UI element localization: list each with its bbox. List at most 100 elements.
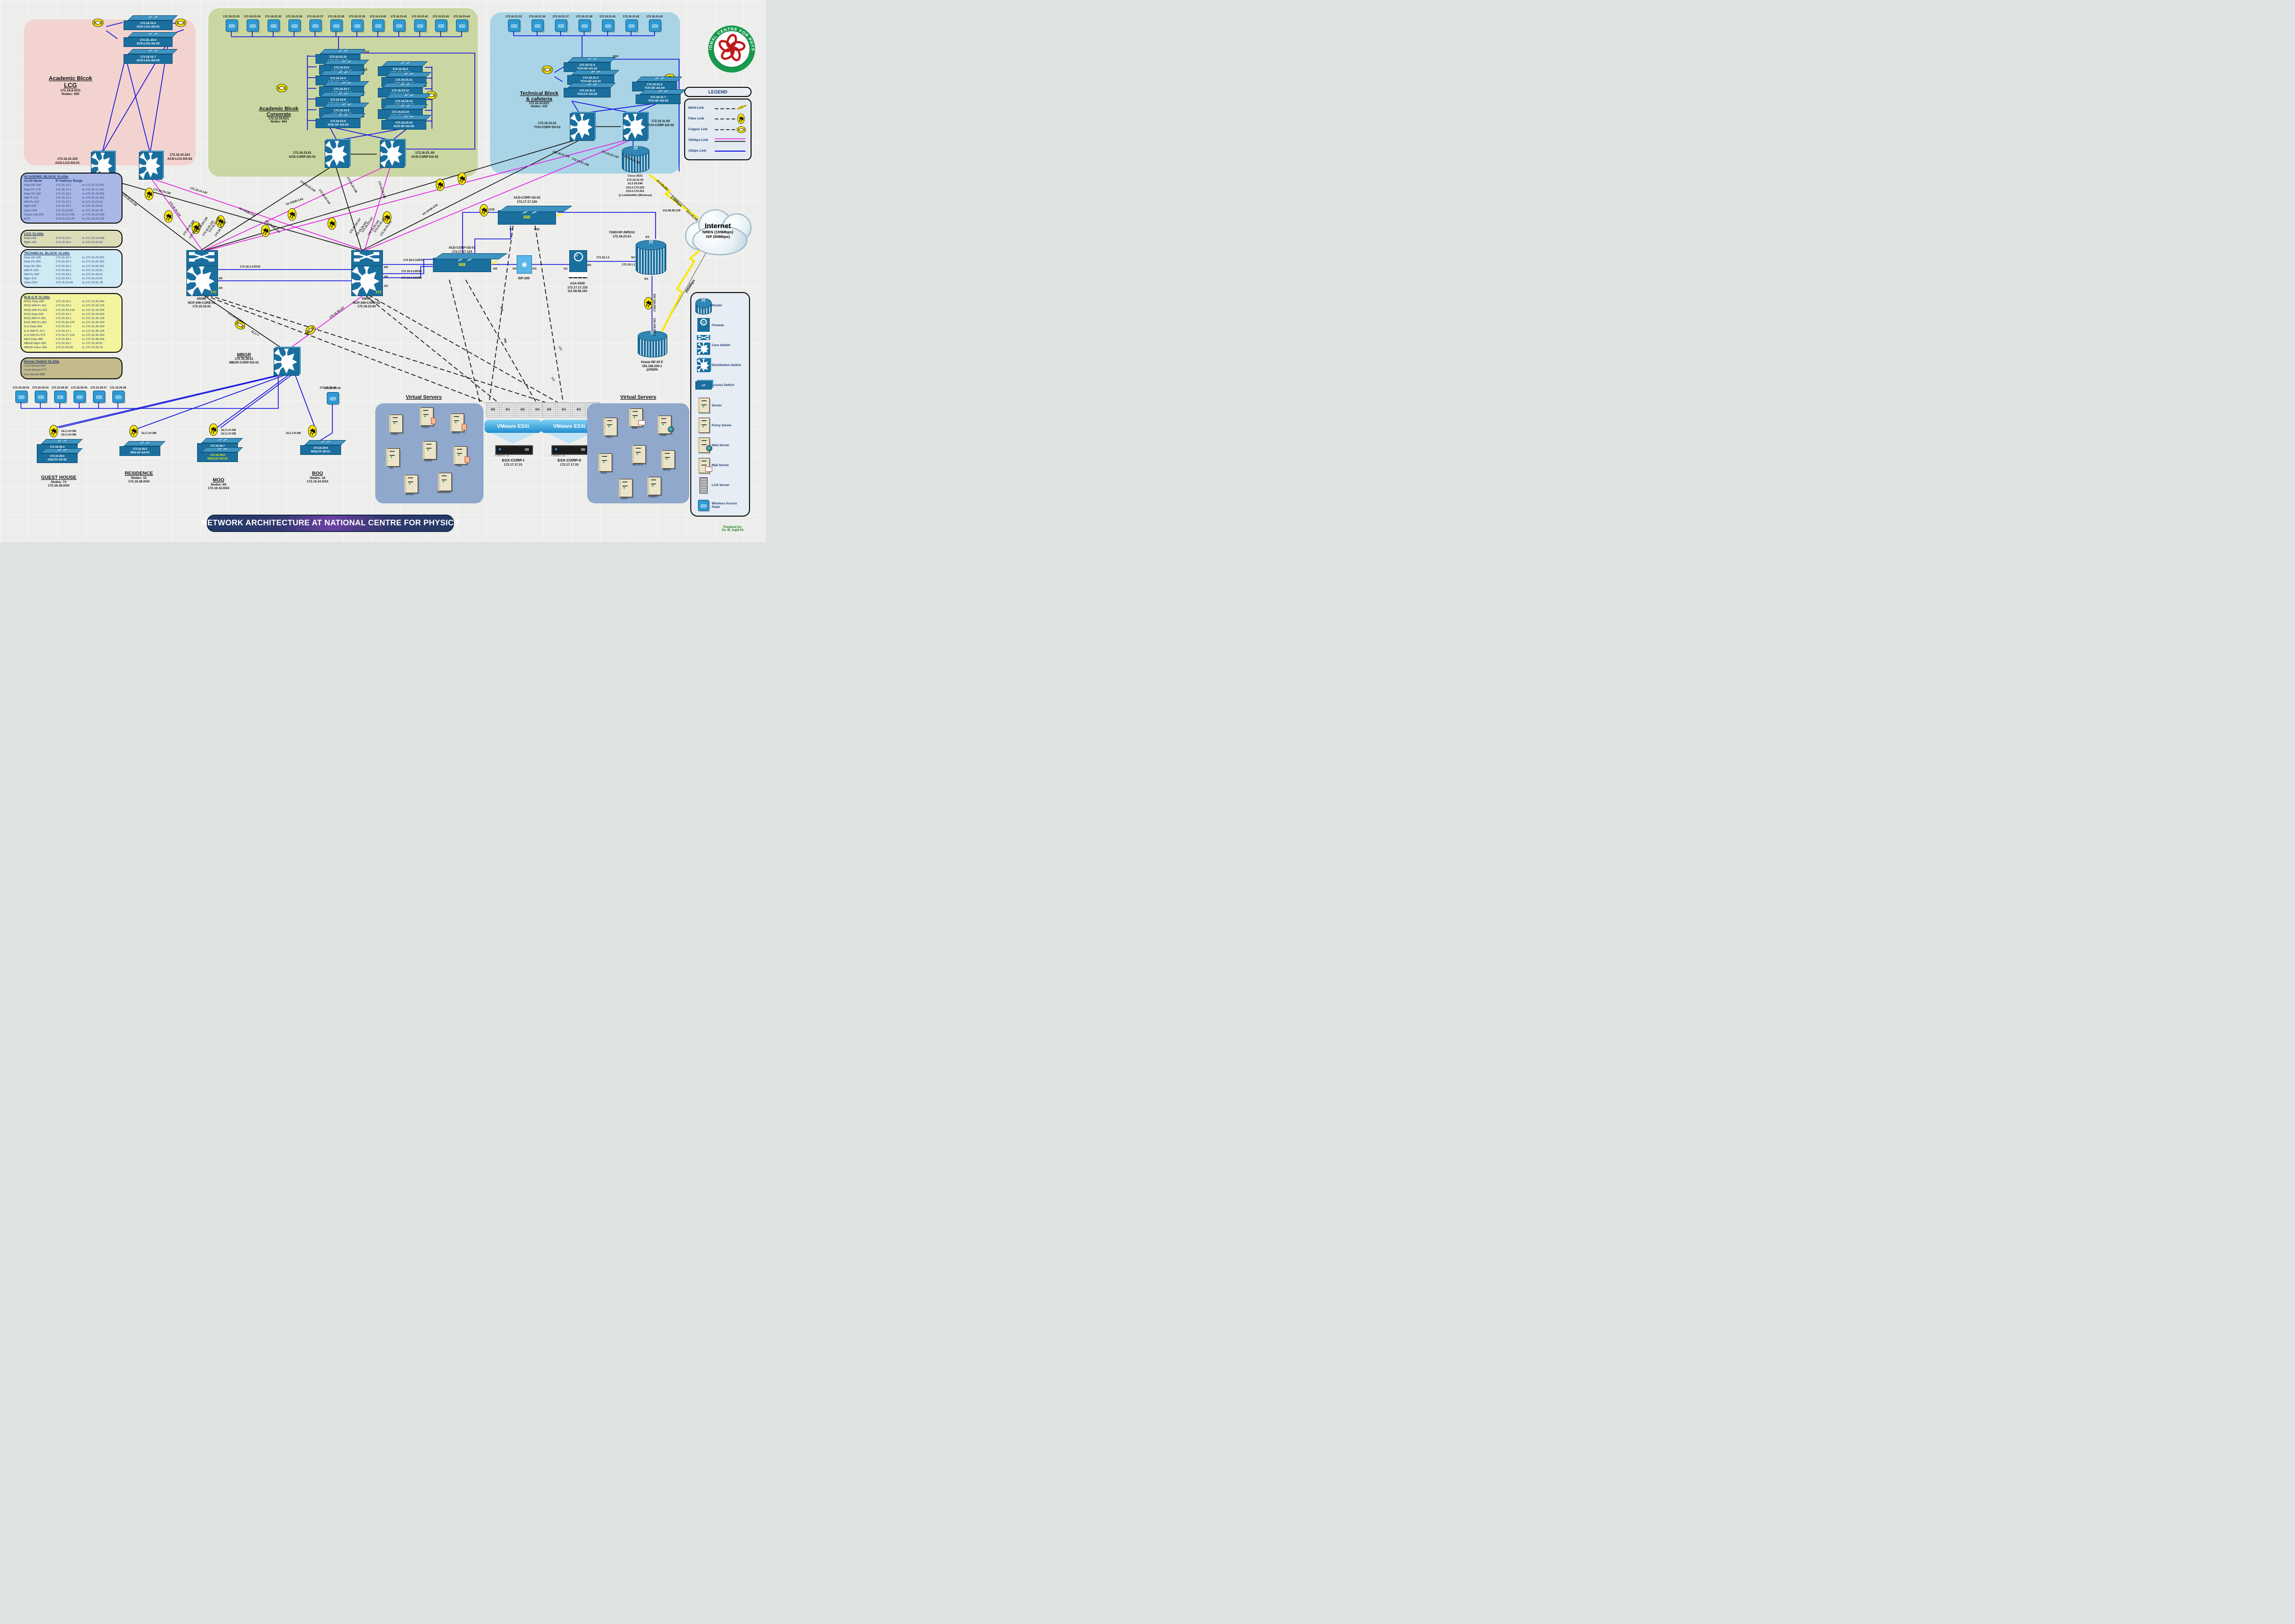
link-label: 172.16.23.134 <box>318 188 331 205</box>
label-line: @PERN <box>646 368 658 372</box>
icon-legend-row-server: Server <box>694 396 745 415</box>
switch-face: TCH-GF-AS-01 <box>580 80 601 83</box>
switch-face: BOQ-FF-AS-01 <box>311 450 330 453</box>
firewall-lens <box>573 252 583 261</box>
corporate-ap-label: 172.16.23.40 <box>369 15 386 18</box>
switch-face: ⇄ ⇄ <box>382 104 428 109</box>
left-server-dns <box>389 415 403 433</box>
switch-face: ⇄ ⇄ <box>385 72 431 77</box>
corporate-ap-label: 172.16.23.42 <box>411 15 428 18</box>
mail-icon <box>695 457 712 473</box>
corporate-ap-label: 172.16.23.43 <box>432 15 449 18</box>
glc-label: GLC-LH-SM <box>141 432 157 435</box>
virtual-servers-title-right: Virtual Servers <box>620 395 657 400</box>
link-label: 777 <box>557 346 563 352</box>
mbgr-ap-label: 172.16.39.33 <box>12 386 30 390</box>
link-label: 0/3 <box>533 268 537 271</box>
right-server-nagios <box>647 477 661 495</box>
corporate-ap-icon: ((|)) <box>309 19 322 32</box>
idp-label: IDP-200 <box>518 277 530 281</box>
mbgr-extra-ap-label: 172.16.39.40 <box>324 387 341 390</box>
link-label: 777 <box>550 376 555 382</box>
link-label: 0/16 <box>489 208 495 211</box>
icon-legend-row-lcg: LCG Server <box>694 476 745 495</box>
link-label: 172.16.15.138 <box>153 188 171 196</box>
switch-face: ⇄ ⇄ <box>320 70 366 76</box>
link-label: 0/1 <box>644 278 648 281</box>
page-title: NETWORK ARCHITECTURE AT NATIONAL CENTRE … <box>202 515 459 532</box>
link-label: 666 <box>499 306 504 312</box>
esx2-credit: © VMware, Inc. <box>550 454 566 457</box>
switch-face: ACD-SF-AS-05 <box>393 125 415 128</box>
switch-face: 172.16.39.7 <box>210 445 225 448</box>
left-server-wms <box>423 441 437 459</box>
corporate-ap-label: 172.16.23.35 <box>264 15 282 18</box>
legend-label: 10Gbps Link <box>688 138 709 142</box>
switch-face: ⇄ ⇄ <box>568 83 616 88</box>
wap-icon: ((|)) <box>695 500 712 511</box>
right-server-imss <box>661 450 675 469</box>
corporate-block-title: Academic Blcok Corporate 172.16.16.0/21 … <box>259 106 299 124</box>
esx1-credit: © VMware, Inc. <box>494 454 510 457</box>
switch-face: 172.16..15.6 <box>139 39 157 42</box>
corporate-ap-icon: ((|)) <box>268 19 280 32</box>
esx-port: 0/0 <box>486 402 500 418</box>
switch-face: ⇄ ⇄ <box>323 103 369 108</box>
link <box>465 279 537 403</box>
link <box>449 279 480 403</box>
label-line: NCP-SW-CORE-02 <box>353 301 380 305</box>
router-cisco2621 <box>622 146 649 173</box>
link-label: 172.16.0.130/30 <box>401 270 422 273</box>
icon-legend-row-router: Router <box>694 296 745 314</box>
legend-row-tengig: 10Gbps Link <box>688 135 747 146</box>
technical-ap-label: 172.16.31.43 <box>646 15 663 18</box>
idp-200-sensor: ◉ <box>517 255 532 274</box>
switch-face: 172.16.39.6 <box>313 447 328 450</box>
switch-face: 172.16.23.7 <box>333 88 350 91</box>
label-line: 172.16.23..60 <box>415 151 434 155</box>
switch-face: ⇄ ⇄ <box>128 32 178 37</box>
left-server-label: ISA <box>456 465 462 468</box>
legend-label: 1Gbps Link <box>688 149 707 153</box>
switch-face: ⇄ ⇄ <box>128 15 178 20</box>
link-label: 0/1 <box>564 268 568 271</box>
icon-legend-label: Firewall <box>712 323 724 327</box>
switch-face: 172.16.31.5 <box>579 89 595 92</box>
icon-legend-label: Proxy Server <box>712 423 732 427</box>
server-badge <box>462 424 467 430</box>
link-label: 172.16.39.129 <box>227 311 244 324</box>
access-icon: ⇄ <box>695 381 712 390</box>
link-label: 2.5Mbps <box>669 195 683 208</box>
technical-ap-label: 172.16.31.38 <box>575 15 593 18</box>
switch-face: 172.16.23.6 <box>330 120 346 123</box>
right-server-nis <box>603 418 617 436</box>
left-server-dhcp <box>404 475 418 493</box>
switch-face: 172.16.23.5 <box>333 66 350 69</box>
